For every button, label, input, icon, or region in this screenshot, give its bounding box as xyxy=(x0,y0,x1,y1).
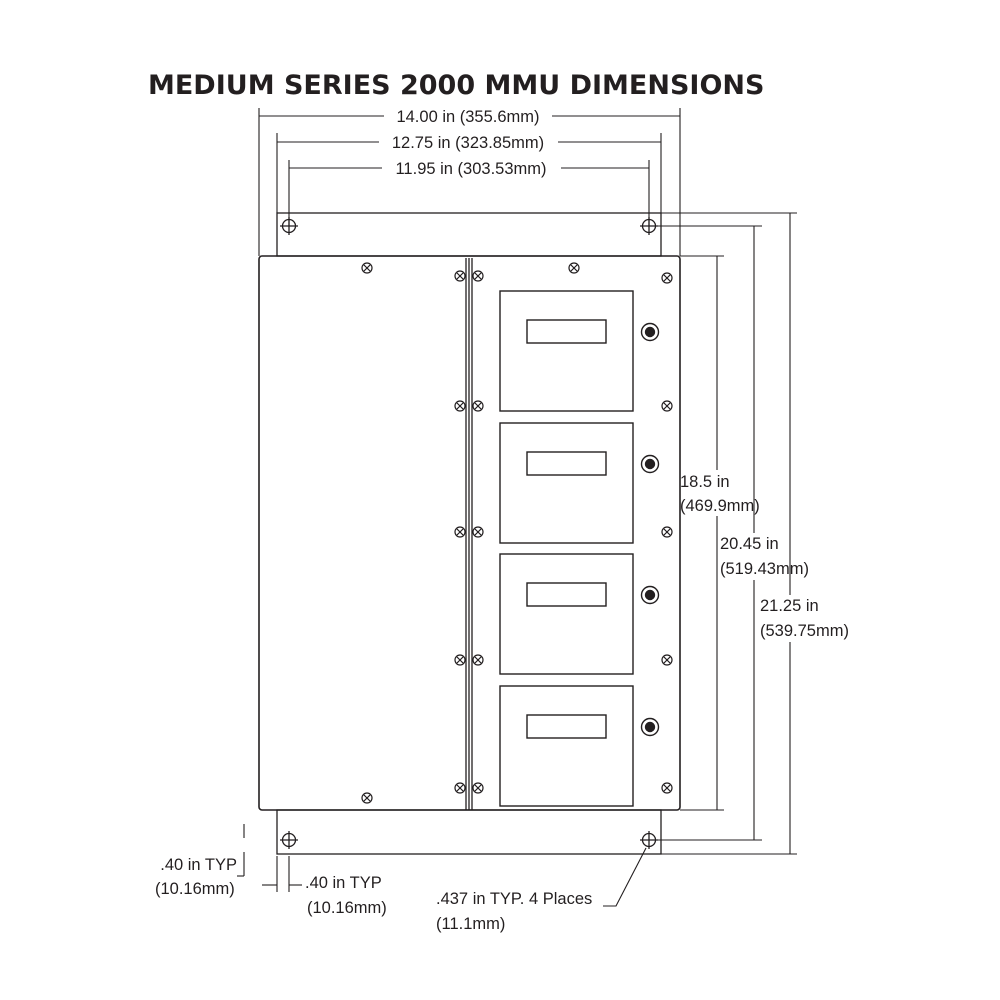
screw-icon xyxy=(661,400,673,412)
screw-icon xyxy=(472,400,484,412)
screw-icon xyxy=(568,262,580,274)
module-1 xyxy=(499,290,660,412)
screw-icon xyxy=(661,654,673,666)
module-3 xyxy=(499,553,660,675)
overall-height-label: 21.25 in xyxy=(760,597,819,615)
screw-icon xyxy=(454,400,466,412)
left-offset-label: .40 in TYP xyxy=(160,856,237,874)
module-display-window xyxy=(526,714,607,739)
screw-icon xyxy=(454,270,466,282)
module-2 xyxy=(499,422,660,544)
module-knob-icon xyxy=(640,322,660,342)
module-panel xyxy=(499,290,634,412)
mounting-height-label: 20.45 in xyxy=(720,535,779,553)
module-panel xyxy=(499,422,634,544)
module-panel xyxy=(499,553,634,675)
module-panel xyxy=(499,685,634,807)
top-mounting-plate xyxy=(276,212,662,257)
screw-icon xyxy=(454,782,466,794)
diagram-title: MEDIUM SERIES 2000 MMU DIMENSIONS xyxy=(148,70,764,101)
bottom-offset-mm-label: (10.16mm) xyxy=(307,899,387,917)
hole-size-label: .437 in TYP. 4 Places xyxy=(436,890,592,908)
module-display-window xyxy=(526,451,607,476)
inner-width-label: 11.95 in (303.53mm) xyxy=(395,160,546,178)
screw-icon xyxy=(361,792,373,804)
mounting-hole xyxy=(280,831,298,849)
overall-width-label: 14.00 in (355.6mm) xyxy=(396,108,539,126)
hole-size-mm-label: (11.1mm) xyxy=(436,915,505,933)
screw-icon xyxy=(361,262,373,274)
bottom-mounting-plate xyxy=(276,809,662,855)
left-offset-mm-label: (10.16mm) xyxy=(155,880,235,898)
module-display-window xyxy=(526,582,607,607)
module-knob-icon xyxy=(640,585,660,605)
screw-icon xyxy=(454,654,466,666)
screw-icon xyxy=(454,526,466,538)
bottom-offset-label: .40 in TYP xyxy=(305,874,382,892)
module-4 xyxy=(499,685,660,807)
screw-icon xyxy=(472,526,484,538)
screw-icon xyxy=(472,654,484,666)
screw-icon xyxy=(472,782,484,794)
screw-icon xyxy=(661,782,673,794)
body-height-mm-label: (469.9mm) xyxy=(680,497,760,515)
overall-height-mm-label: (539.75mm) xyxy=(760,622,849,640)
screw-icon xyxy=(661,526,673,538)
module-knob-icon xyxy=(640,717,660,737)
body-height-label: 18.5 in xyxy=(680,473,730,491)
screw-icon xyxy=(472,270,484,282)
module-knob-icon xyxy=(640,454,660,474)
mounting-width-label: 12.75 in (323.85mm) xyxy=(392,134,544,152)
module-display-window xyxy=(526,319,607,344)
screw-icon xyxy=(661,272,673,284)
hole-leader-line xyxy=(603,847,647,907)
mounting-height-mm-label: (519.43mm) xyxy=(720,560,809,578)
